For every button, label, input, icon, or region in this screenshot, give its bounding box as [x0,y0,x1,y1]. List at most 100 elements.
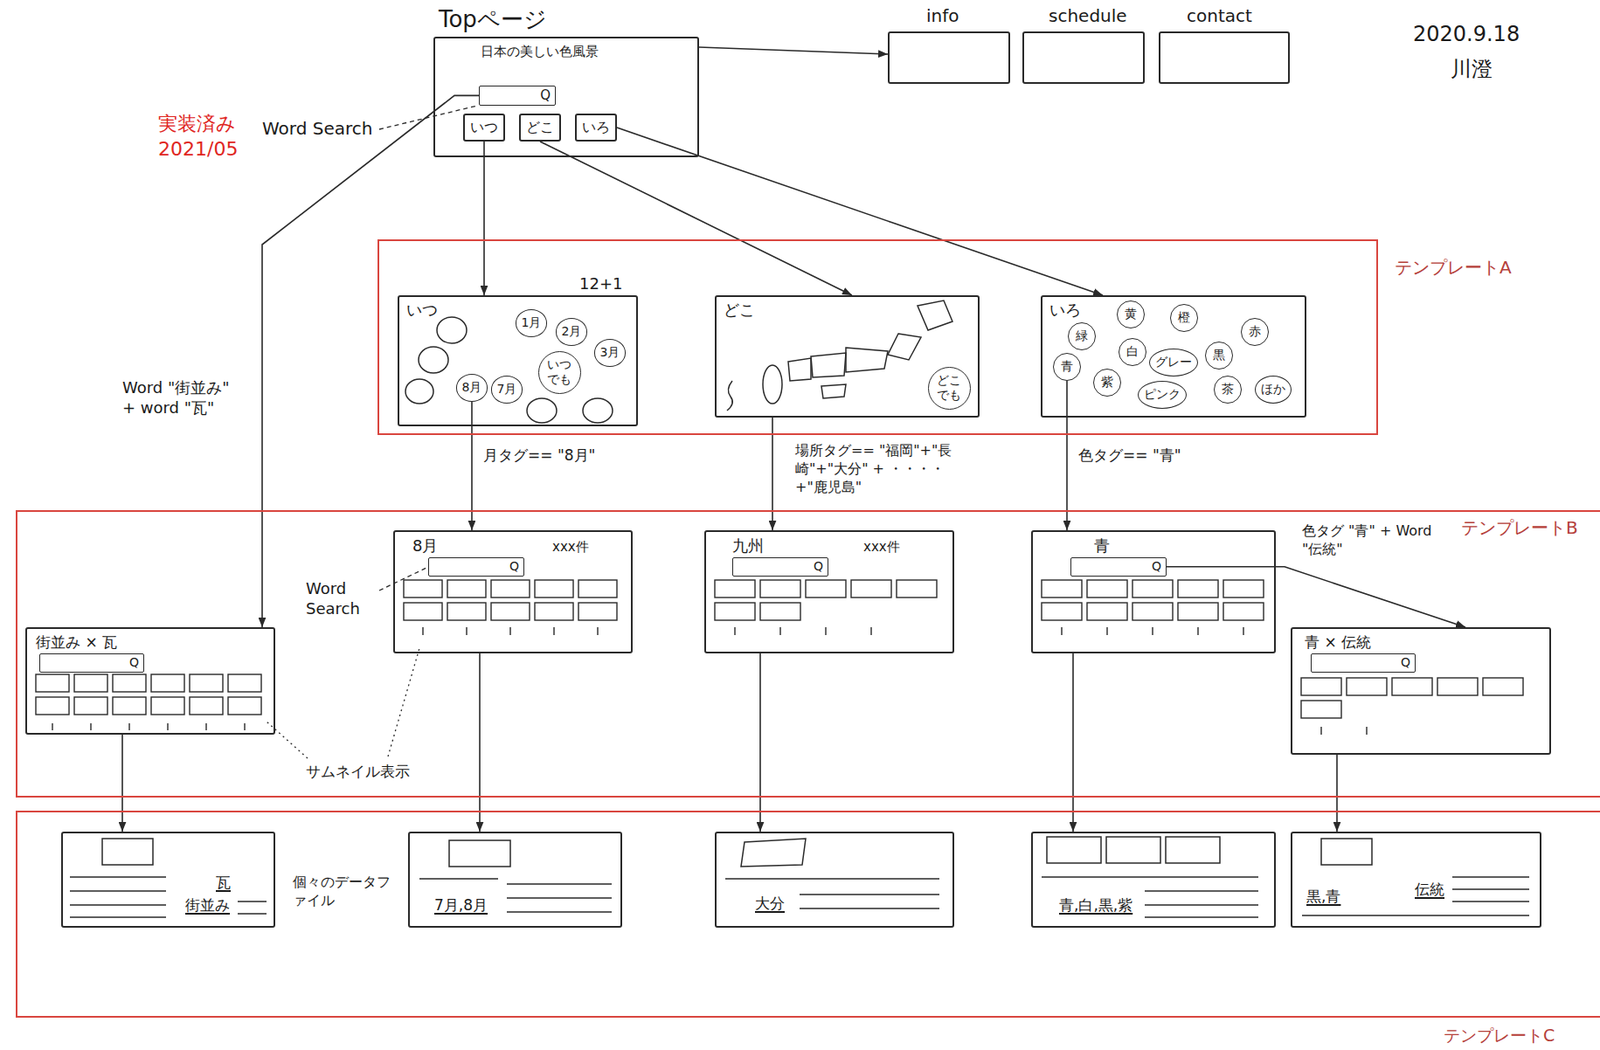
edge-label: 色タグ "青" + Word "伝統" [1302,522,1434,560]
more-marks [422,627,598,636]
template-band: テンプレートC街並み瓦7月,8月大分青,白,黒,紫黒,青伝統 [15,810,1600,1019]
note-label: 個々のデータファイル [292,873,398,911]
thumbnail [1223,580,1264,598]
page-box: schedule [1022,31,1145,84]
blank-month-circle [436,317,467,344]
tag-circle: ほか [1254,375,1292,404]
thumbnail [74,674,108,693]
node-text: Q [1400,655,1411,672]
thumbnail [228,697,262,715]
tag-circle: 白 [1118,338,1147,367]
japan-map [821,384,846,399]
tag-circle: いつでも [538,351,582,395]
leader-line [379,567,427,591]
node-text: Q [813,559,824,575]
more-marks [52,723,245,731]
japan-map [887,333,922,361]
page-box: 青Q [1031,530,1276,654]
japan-map [727,300,953,411]
file-content [449,840,511,867]
node-text: 青,白,黒,紫 [1059,896,1133,915]
note-label: サムネイル表示 [305,761,410,782]
japan-map [810,353,846,378]
thumbnail [1177,602,1219,621]
page-box: 青,白,黒,紫 [1031,831,1276,929]
connector-group [122,47,1466,832]
file-content [102,838,153,866]
node-text: 緑 [1075,328,1088,345]
node-text: いろ [1049,300,1081,321]
thumbnail [760,580,801,598]
thumbnail [534,580,574,598]
thumbnail [1087,602,1128,621]
node-text: ピンク [1143,387,1181,403]
thumbnail [578,602,617,621]
edge-label: 場所タグ== "福岡"+"長崎"+"大分" + ・・・・ +"鹿児島" [795,442,975,497]
file-content [1106,837,1161,864]
file-content [741,838,806,867]
thumbnail [1346,678,1387,696]
japan-map [788,358,811,381]
thumbnail [578,580,617,598]
thumbnail [403,580,443,598]
thumbnail [1223,602,1264,621]
note-label: 実装済み 2021/05 [158,111,255,162]
thumbnail [805,580,846,598]
thumbnail [35,674,70,693]
node-text: いつ [470,118,499,137]
tag-circle: 橙 [1170,304,1199,333]
thumbnail [447,580,486,598]
node-text: 街並み [185,896,230,915]
node-text: 赤 [1248,324,1261,340]
thumbnail [403,602,443,621]
node-text: 日本の美しい色風景 [480,43,599,61]
page-box: 黒,青伝統 [1290,831,1542,929]
tag-circle: 紫 [1093,368,1122,397]
page-box: 大分 [714,831,955,929]
tag-circle: 赤 [1240,318,1269,347]
node-text: どこ [723,300,755,321]
japan-map [727,380,733,411]
file-content [69,877,267,918]
note-label: Word Search [262,117,373,140]
page-box: 九州xxx件Q [704,530,955,654]
thumbnail [851,580,892,598]
thumbnail [491,602,530,621]
file-content [1321,838,1372,866]
node-text: Topページ [438,5,548,35]
search-bar: Q [428,557,525,577]
nav-button: どこ [519,113,562,142]
more-marks [1061,627,1244,636]
thumbnail [151,697,185,715]
thumbnail [447,602,486,621]
edge-label: 色タグ== "青" [1078,445,1182,465]
page-box: いつ12+11月2月3月いつでも8月7月 [397,295,638,427]
blank-month-circle [582,398,613,423]
thumbnail [1482,678,1524,696]
thumbnail [1087,580,1128,598]
tag-circle: グレー [1149,348,1199,377]
page-box: 8月xxx件Q [393,530,633,654]
search-bar: Q [1310,653,1416,673]
node-text: どこでも [936,373,962,404]
file-content [1302,877,1530,916]
node-text: 2月 [561,324,582,340]
node-text: 12+1 [579,274,623,295]
node-text: 青 [1060,359,1074,375]
node-text: 青 × 伝統 [1304,633,1372,652]
template-band: テンプレートAいつ12+11月2月3月いつでも8月7月どこどこでもいろ黄橙緑白グ… [377,239,1379,436]
thumbnail [1437,678,1478,696]
thumbnail [228,674,262,693]
file-content [1041,877,1259,918]
thumbnail [1177,580,1219,598]
node-text: 紫 [1101,374,1114,391]
more-marks [52,627,1367,735]
edge-label: 月タグ== "8月" [483,445,596,465]
node-text: contact [1186,5,1253,28]
tag-circle: 黄 [1116,300,1145,329]
note-label: Word Search [305,578,376,620]
node-text: テンプレートB [1461,517,1579,540]
thumbnail [1132,602,1173,621]
page-box: どこどこでも [714,295,980,418]
